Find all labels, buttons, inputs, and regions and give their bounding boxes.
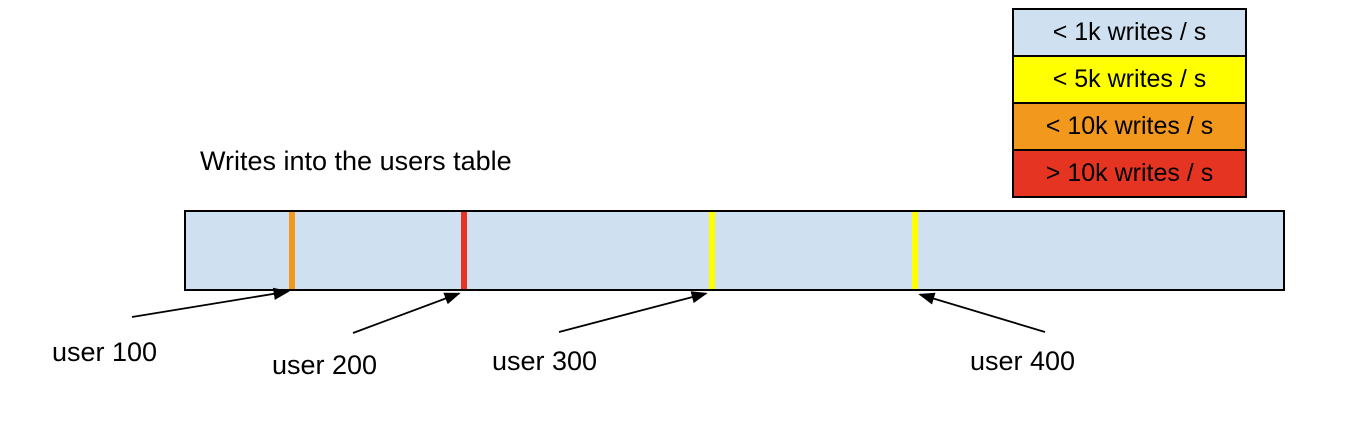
arrow-user-400 xyxy=(918,292,1046,333)
legend-row-lt-5k: < 5k writes / s xyxy=(1014,57,1245,104)
arrow-user-300 xyxy=(558,291,708,333)
diagram-title: Writes into the users table xyxy=(200,146,512,176)
marker-user-400 xyxy=(912,212,918,289)
legend-label-lt-5k: < 5k writes / s xyxy=(1052,65,1207,93)
legend: < 1k writes / s < 5k writes / s < 10k wr… xyxy=(1012,8,1247,198)
marker-user-300 xyxy=(709,212,715,289)
label-user-300: user 300 xyxy=(492,346,598,376)
legend-label-lt-10k: < 10k writes / s xyxy=(1045,112,1214,140)
marker-user-200 xyxy=(461,212,467,289)
legend-label-lt-1k: < 1k writes / s xyxy=(1052,18,1207,46)
arrow-user-100 xyxy=(131,287,290,318)
users-table-bar xyxy=(184,210,1285,291)
label-user-400: user 400 xyxy=(970,346,1076,376)
label-user-200: user 200 xyxy=(272,350,378,380)
legend-row-lt-1k: < 1k writes / s xyxy=(1014,10,1245,57)
legend-row-lt-10k: < 10k writes / s xyxy=(1014,104,1245,151)
marker-user-100 xyxy=(289,212,295,289)
arrow-user-200 xyxy=(352,292,461,334)
label-user-100: user 100 xyxy=(52,337,158,367)
legend-row-gt-10k: > 10k writes / s xyxy=(1014,151,1245,196)
legend-label-gt-10k: > 10k writes / s xyxy=(1045,159,1214,187)
